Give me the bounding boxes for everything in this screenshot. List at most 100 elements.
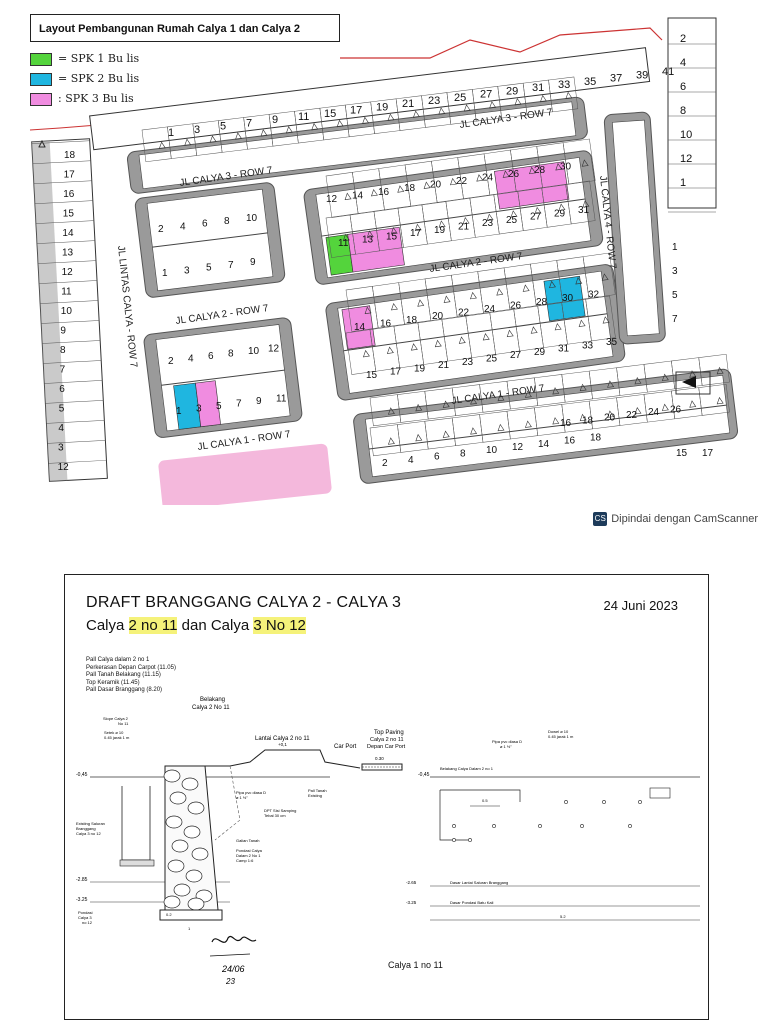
lot-number: 15 [324, 108, 336, 120]
lot-number: 30 [560, 162, 572, 173]
lot-number: 3 [196, 404, 202, 415]
lot-number: 29 [506, 85, 518, 97]
level-label: +0,1 [278, 742, 287, 747]
dowel-point [538, 824, 542, 828]
house-symbol-icon [579, 413, 587, 422]
lot-number: 10 [61, 306, 73, 317]
dpt-label: DPT Sisi Samping [264, 808, 296, 813]
legend-label: = SPK 1 Bu lis [58, 52, 140, 65]
house-symbol-icon [342, 233, 350, 242]
level-notes: Pall Calya dalam 2 no 1 Perkerasan Depan… [86, 657, 176, 695]
lot-number: 5 [672, 290, 678, 301]
lot-number: 35 [606, 337, 618, 348]
lot-number: 23 [462, 357, 474, 368]
belakang-unit-label: Calya 2 No 11 [192, 705, 230, 711]
dim-label: 0.5 [482, 798, 488, 803]
stone [191, 847, 209, 861]
house-symbol-icon [524, 390, 532, 398]
house-symbol-icon [554, 322, 562, 331]
stone [181, 777, 199, 791]
lot-number: 5 [216, 401, 222, 412]
lot-number: 14 [352, 190, 364, 201]
pondasi-calya-b-label: Dalam 2 No 1 [236, 853, 261, 858]
lot-number: 27 [510, 350, 522, 361]
lot-number: 4 [188, 354, 194, 365]
house-symbol-icon [514, 97, 522, 106]
stone [165, 815, 183, 829]
subtitle-text: dan Calya [177, 617, 254, 634]
lot-number: 28 [534, 165, 546, 176]
house-symbol-icon [414, 223, 422, 232]
stone [171, 839, 189, 853]
block-calya3-top [89, 47, 651, 151]
lot-number: 30 [562, 293, 574, 304]
lot-number: 14 [354, 322, 366, 333]
block-right-column [667, 17, 717, 209]
lot-number: 8 [680, 105, 686, 117]
house-symbol-icon [602, 316, 610, 324]
dowel-point [452, 824, 456, 828]
signature [211, 935, 257, 943]
lot-number: 11 [298, 111, 309, 123]
house-symbol-icon [558, 203, 566, 211]
signature-date: 24/06 [221, 964, 245, 974]
stone [183, 825, 201, 839]
arrow-marker [682, 376, 696, 388]
lot-number: 8 [224, 216, 230, 227]
pink-area [158, 443, 332, 505]
house-symbol-icon [581, 159, 589, 167]
house-symbol-icon [552, 387, 560, 395]
lot-number: 9 [272, 114, 278, 126]
lot-number: 33 [582, 340, 594, 351]
legend-swatch-blue [30, 72, 52, 86]
house-symbol-icon [506, 329, 514, 338]
lot-number: 39 [636, 69, 648, 81]
pipa-r-size-label: ø 1 ½" [500, 744, 512, 749]
level-label: -2.85 [76, 877, 88, 883]
lot-cell [548, 76, 579, 113]
house-symbol-icon [463, 104, 471, 112]
footing [159, 909, 223, 921]
house-symbol-icon [434, 339, 442, 348]
lot-number: 2 [158, 224, 164, 235]
block-c3-upper [126, 96, 588, 194]
pall-tanah-existing-label: Existing [308, 793, 322, 798]
lot-number: 26 [508, 169, 520, 180]
block-bottom-row [353, 368, 739, 484]
stone [167, 859, 185, 873]
lot-number: 27 [530, 212, 542, 223]
lot-number: 12 [62, 267, 74, 278]
pall-tanah-label: Pall Tanah [308, 788, 327, 793]
stone [187, 897, 205, 911]
house-symbol-icon [364, 306, 372, 315]
house-symbol-icon [716, 366, 724, 375]
house-symbol-icon [260, 129, 268, 137]
house-symbol-icon [582, 200, 590, 208]
lot-number: 2 [168, 356, 174, 367]
lot-number: 19 [376, 101, 388, 113]
lot-number: 5 [206, 263, 212, 274]
level-label: -3.25 [406, 900, 417, 905]
note-line: Pall Tanah Belakang (11.15) [86, 672, 161, 678]
house-symbol-icon [390, 227, 398, 235]
house-symbol-icon [496, 288, 504, 296]
site-plan-title: Layout Pembangunan Rumah Calya 1 dan Cal… [30, 14, 340, 42]
site-boundary-line [340, 27, 663, 59]
subtitle-text: Calya [86, 617, 129, 634]
drawing-subtitle: Calya 2 no 11 dan Calya 3 No 12 [86, 617, 306, 634]
lot-number: 26 [670, 405, 682, 416]
house-symbol-icon [510, 210, 518, 218]
house-symbol-icon [397, 185, 405, 193]
dowel-point [602, 800, 606, 804]
dim-label: 5.2 [560, 914, 566, 919]
lot-spk3-a [347, 226, 405, 273]
block-calya4 [603, 111, 666, 345]
lot-number: 31 [578, 205, 590, 216]
car-port-label: Car Port [334, 744, 357, 750]
legend-label: : SPK 3 Bu lis [58, 92, 134, 105]
house-symbol-icon [417, 299, 425, 307]
house-symbol-icon [522, 284, 530, 292]
scanner-text: Dipindai dengan CamScanner [611, 512, 758, 525]
dowel-point [468, 838, 472, 842]
slope-label: Slope Calya 2 [103, 716, 129, 721]
